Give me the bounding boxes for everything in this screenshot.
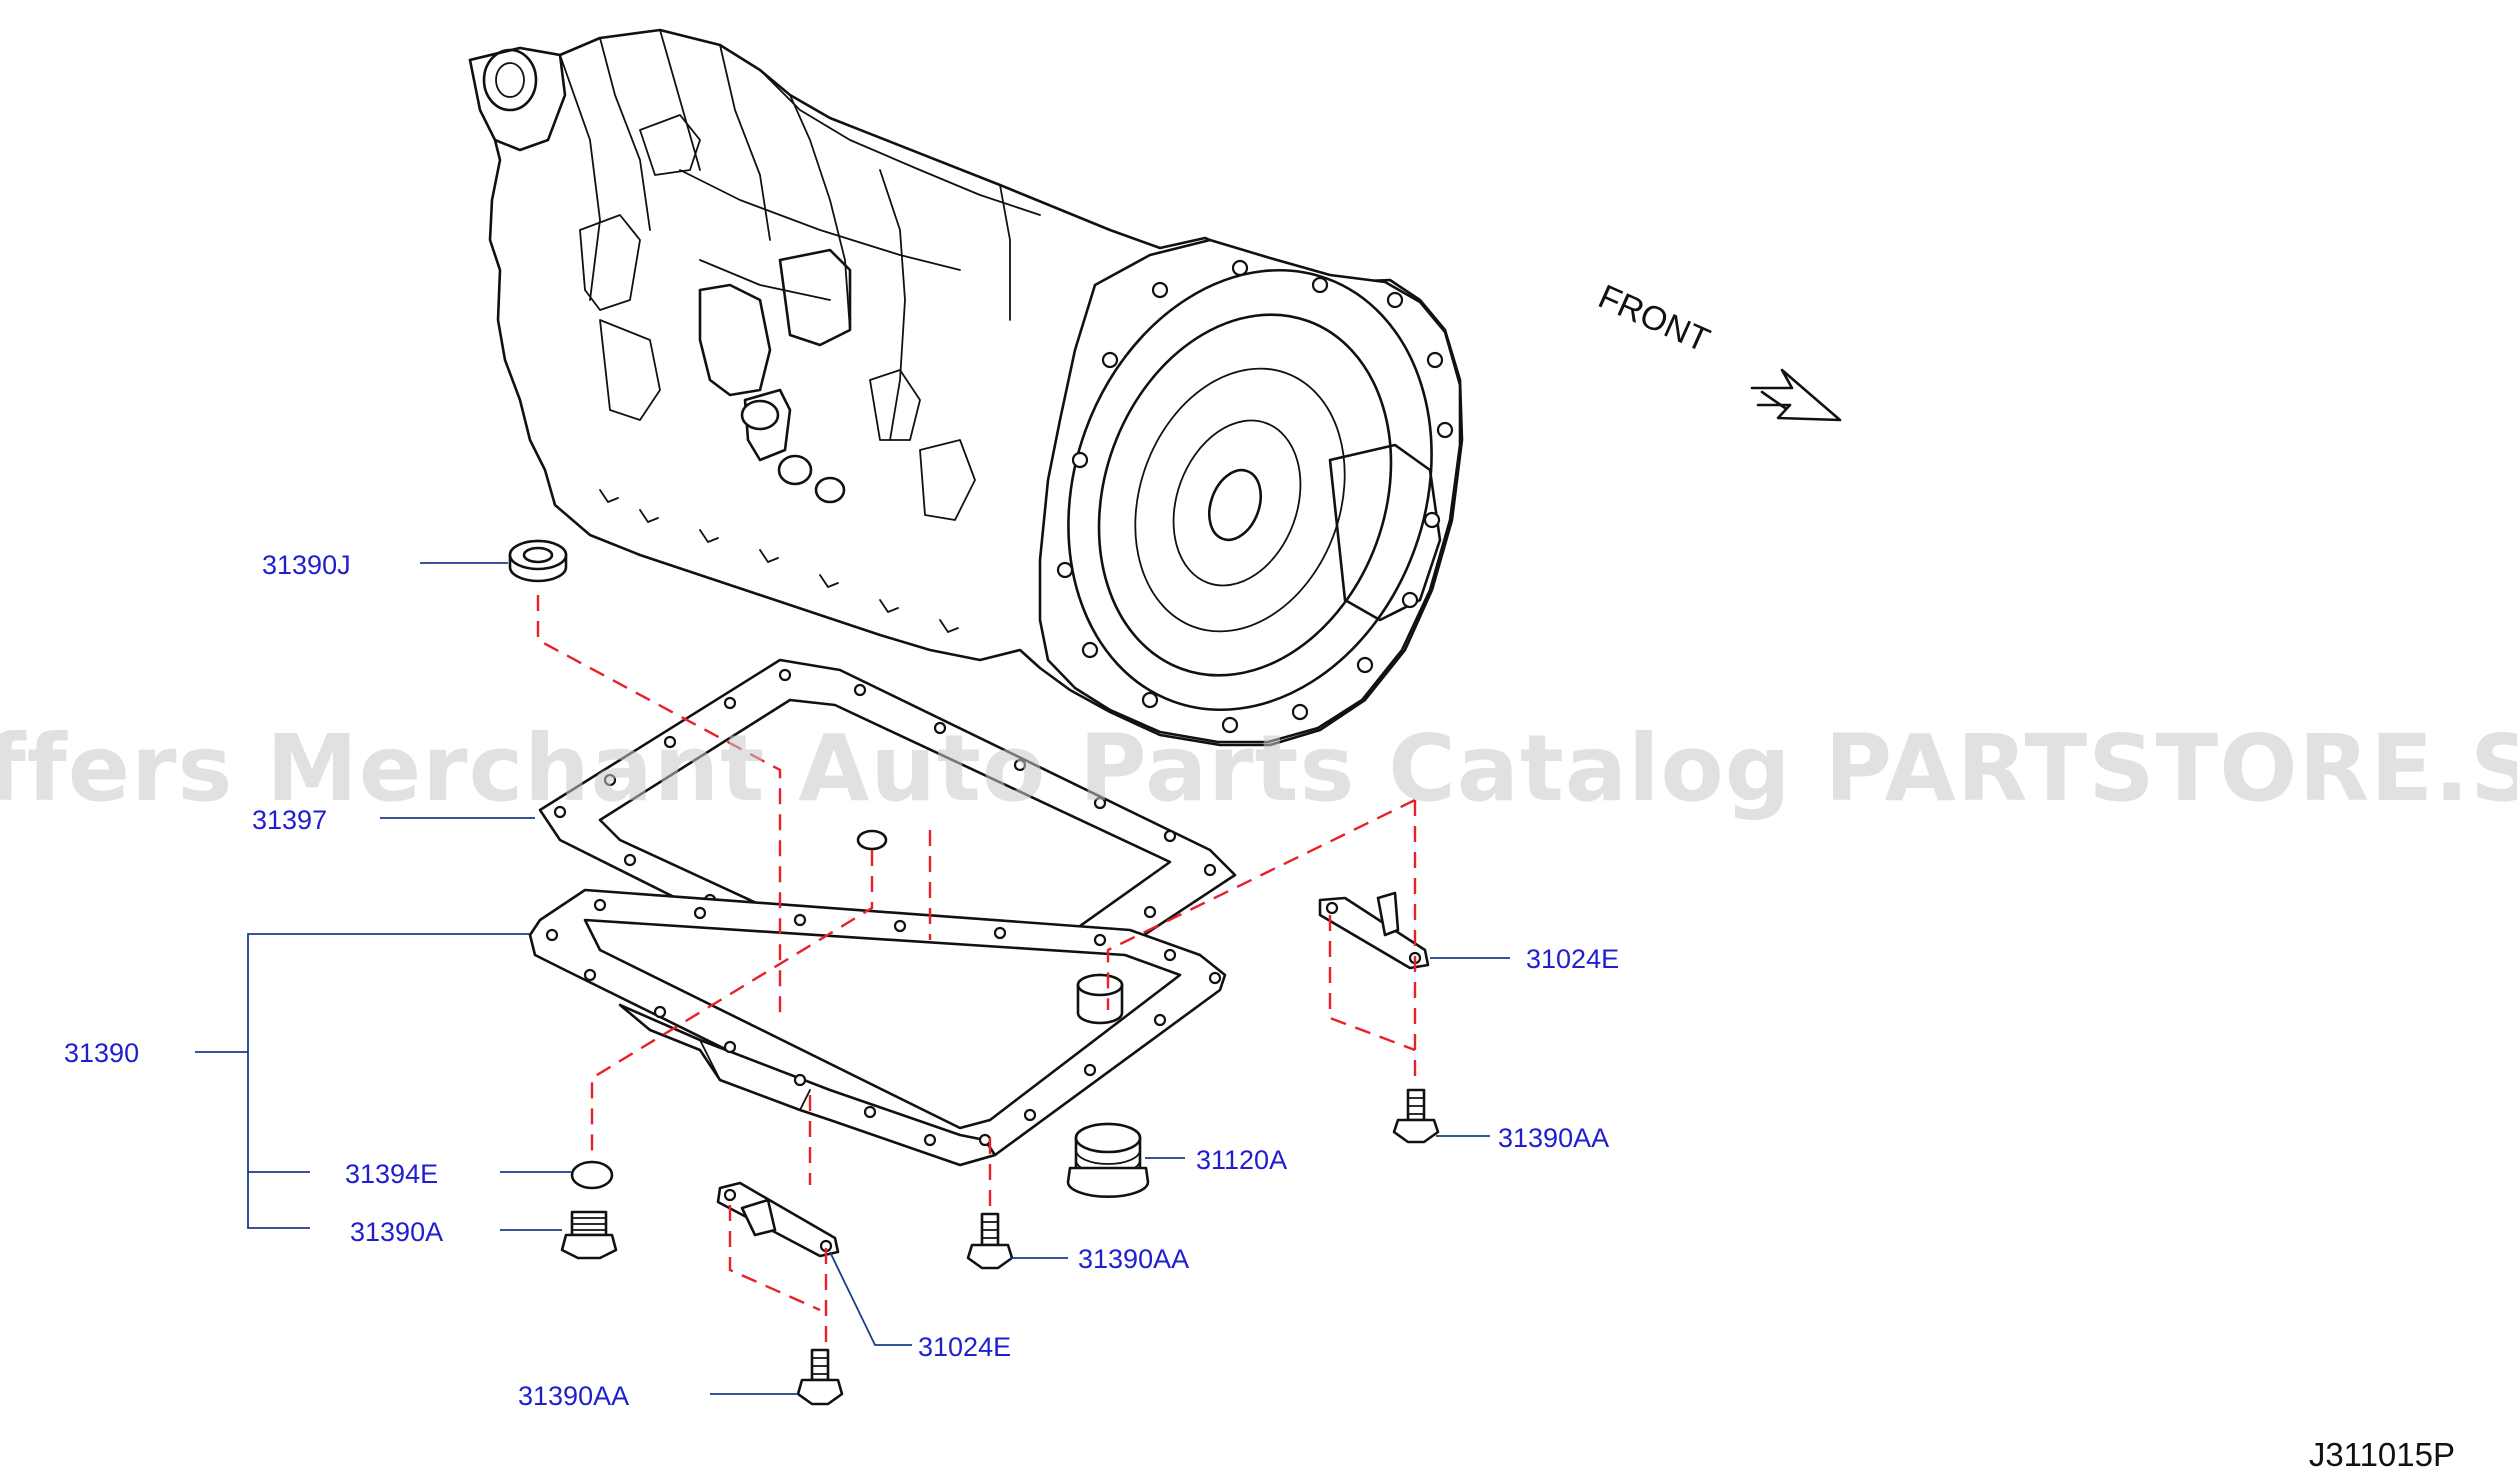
drain-plug xyxy=(560,1210,618,1260)
drain-plug-washer-top xyxy=(508,539,568,583)
front-label: FRONT xyxy=(1593,278,1715,360)
bolt-right xyxy=(1392,1088,1440,1144)
bracket-right xyxy=(1318,891,1430,970)
transmission-housing xyxy=(468,28,1464,747)
label-31390: 31390 xyxy=(64,1038,139,1068)
assembly-dashed-lines xyxy=(536,595,1417,1345)
watermark-text: Offers Merchant Auto Parts Catalog PARTS… xyxy=(0,715,2517,822)
label-31024E-lower: 31024E xyxy=(918,1332,1011,1362)
label-31390J: 31390J xyxy=(262,550,351,580)
label-31394E: 31394E xyxy=(345,1159,438,1189)
leader-lines xyxy=(195,562,1510,1395)
label-31397: 31397 xyxy=(252,805,327,835)
label-31390AA-center: 31390AA xyxy=(1078,1244,1189,1274)
label-31120A: 31120A xyxy=(1196,1145,1287,1175)
filler-plug xyxy=(1066,1122,1150,1199)
label-31390AA-right: 31390AA xyxy=(1498,1123,1609,1153)
oil-pan xyxy=(528,829,1227,1167)
label-31390AA-lower: 31390AA xyxy=(518,1381,629,1411)
front-arrow-icon xyxy=(1750,368,1842,422)
bolt-center xyxy=(966,1212,1014,1270)
bolt-lower xyxy=(796,1348,844,1406)
magnet xyxy=(570,1160,614,1190)
diagram-code: J311015P xyxy=(2309,1436,2455,1473)
label-31390A: 31390A xyxy=(350,1217,443,1247)
label-31024E-right: 31024E xyxy=(1526,944,1619,974)
bracket-lower xyxy=(716,1181,840,1258)
